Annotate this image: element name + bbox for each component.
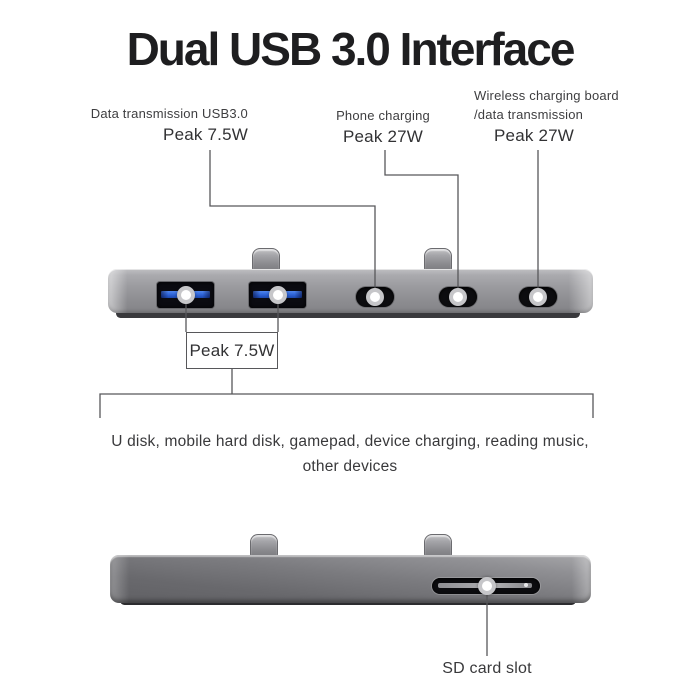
sd-slot-glint [524, 583, 528, 587]
hub-front-base [116, 309, 580, 318]
usb-c-plug [424, 248, 452, 270]
callout-phone-charging: Phone charging Peak 27W [308, 106, 458, 146]
annotation-dot-oval2 [449, 288, 467, 306]
annotation-dot-oval1 [366, 288, 384, 306]
annotation-dot-oval3 [529, 288, 547, 306]
annotation-dot-sd [478, 577, 496, 595]
callout-wireless-peak: Peak 27W [494, 126, 575, 145]
sd-slot-label: SD card slot [442, 660, 532, 677]
annotation-dot-usb1 [177, 286, 195, 304]
callout-phone-name: Phone charging [336, 108, 430, 123]
page-title: Dual USB 3.0 Interface [126, 23, 576, 75]
usb-pair-peak-box: Peak 7.5W [186, 332, 278, 369]
callout-data-usb: Data transmission USB3.0 Peak 7.5W [91, 104, 248, 144]
usage-line1: U disk, mobile hard disk, gamepad, devic… [111, 433, 589, 450]
usage-line2: other devices [302, 458, 398, 475]
callout-wireless-name: Wireless charging board [474, 88, 619, 103]
usb-c-plug [424, 534, 452, 556]
usage-text: U disk, mobile hard disk, gamepad, devic… [0, 429, 700, 479]
usb-c-plug [250, 534, 278, 556]
callout-wireless-board: Wireless charging board /data transmissi… [474, 86, 619, 145]
callout-wireless-name2: /data transmission [474, 107, 584, 122]
callout-data-usb-name: Data transmission USB3.0 [90, 106, 248, 121]
usb-c-plug [252, 248, 280, 270]
callout-data-usb-peak: Peak 7.5W [163, 125, 248, 144]
annotation-dot-usb2 [269, 286, 287, 304]
callout-phone-peak: Peak 27W [342, 127, 424, 146]
